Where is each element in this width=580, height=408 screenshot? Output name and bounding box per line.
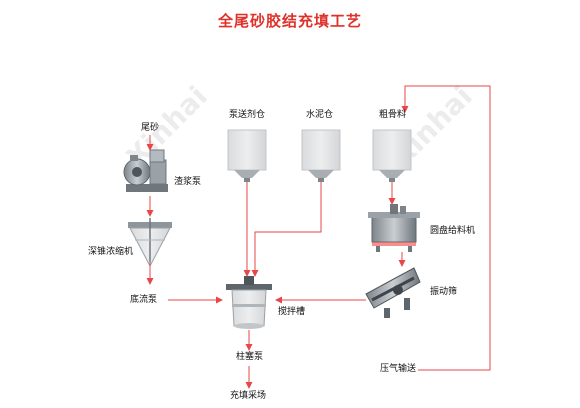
slurry-pump-machine [123,149,168,192]
additive-bin [227,129,267,182]
label-tailings: 尾砂 [141,123,160,133]
diagram-title: 全尾砂胶结充填工艺 [217,12,362,30]
vibrating-screen-machine [365,267,421,318]
label-thickener: 深锥浓缩机 [88,247,134,257]
label-stope: 充填采场 [230,391,267,401]
agitation-tank-machine [226,276,272,329]
label-plug-pump: 柱塞泵 [236,352,264,362]
label-additive-bin: 泵送剂仓 [229,110,266,120]
label-vibrating-screen: 振动筛 [430,287,458,297]
label-slurry-pump: 渣浆泵 [174,177,202,187]
label-cement-bin: 水泥仓 [306,110,334,120]
disc-feeder-machine [368,204,420,252]
aggregate-bin [372,129,412,182]
thickener-machine [128,218,172,268]
label-underflow-pump: 底流泵 [130,295,158,305]
label-agitation-tank: 搅拌槽 [278,307,306,317]
label-aggregate: 粗骨料 [379,110,407,120]
cement-bin [301,129,341,182]
label-air-delivery: 压气输送 [380,364,417,374]
label-disc-feeder: 圆盘给料机 [430,226,476,236]
